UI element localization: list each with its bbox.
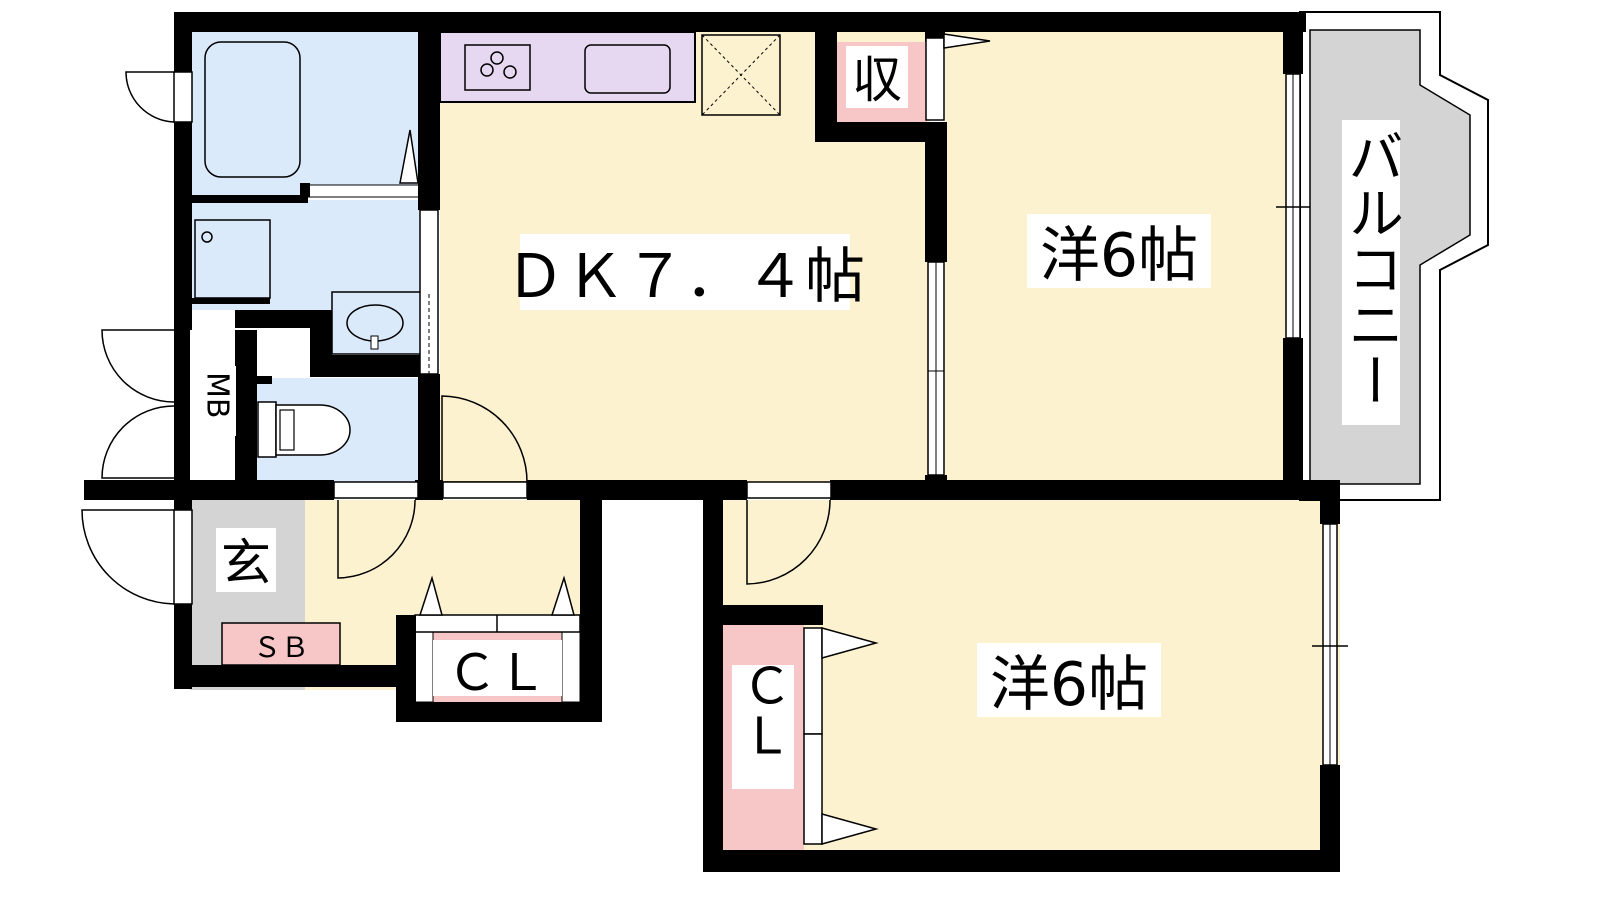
room-label-closet-hall: ＣＬ [447, 644, 547, 702]
room-label-dk: ＤＫ７．４帖 [505, 242, 865, 312]
door-swings [81, 71, 831, 605]
room-label-storage: 収 [852, 51, 902, 109]
kitchen-sink-icon [584, 44, 671, 94]
burner-icon [490, 51, 504, 65]
shoe-box [221, 622, 341, 666]
bath-door-icon [399, 129, 419, 184]
room-label-entrance: 玄 [221, 534, 271, 592]
room-label-meter-box: MB [200, 372, 235, 418]
walls [84, 12, 1340, 872]
burner-icon [480, 63, 494, 77]
room-label-shoe-box: ＳＢ [253, 631, 309, 664]
burner-icon [503, 65, 517, 79]
room-label-closet-room: ＣＬ [734, 660, 792, 760]
toilet-tank-icon [257, 401, 277, 458]
room-label-balcony: バルコニー [1339, 128, 1404, 408]
stove-box [464, 44, 531, 91]
bathtub-icon [204, 41, 301, 178]
room-label-western-north: 洋6帖 [1040, 221, 1198, 291]
room-label-western-south: 洋6帖 [990, 650, 1148, 720]
